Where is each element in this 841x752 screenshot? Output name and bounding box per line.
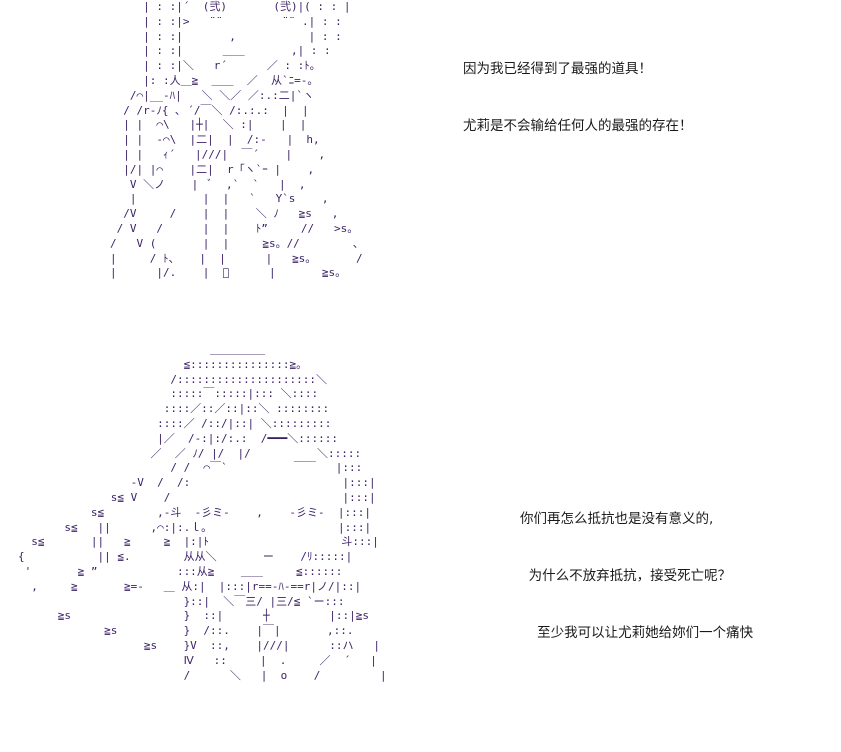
ascii-art-character-bottom: ＿＿＿＿＿ ≦:::::::::::::::≧。 /::::::::::::::… <box>18 343 387 682</box>
dialogue-block-top: 因为我已经得到了最强的道具！ 尤莉是不会输给任何人的最强的存在！ <box>463 22 693 155</box>
dialogue-line: 因为我已经得到了最强的道具！ <box>463 61 652 77</box>
dialogue-line: 你们再怎么抵抗也是没有意义的, <box>520 511 714 527</box>
dialogue-block-bottom: 你们再怎么抵抗也是没有意义的, 为什么不放弃抵抗，接受死亡呢？ 至少我可以让尤莉… <box>520 472 753 662</box>
ascii-art-character-top: | : :|´ (弐) (弐)|( : : | | : :|> ¨¨ ¨¨ .|… <box>110 0 364 280</box>
dialogue-line: 尤莉是不会输给任何人的最强的存在！ <box>463 118 693 134</box>
dialogue-line: 为什么不放弃抵抗，接受死亡呢？ <box>520 568 732 584</box>
dialogue-line: 至少我可以让尤莉她给妳们一个痛快 <box>520 625 754 641</box>
